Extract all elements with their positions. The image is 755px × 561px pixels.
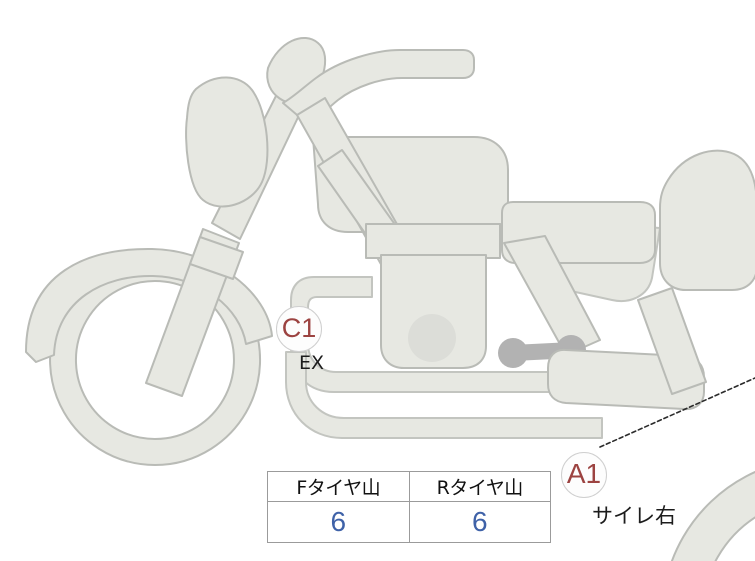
- headlight-cowl: [185, 76, 269, 208]
- rear-fender: [659, 149, 755, 291]
- engine-cylinder-head: [365, 223, 501, 259]
- engine-cover-circle: [408, 314, 456, 362]
- marker-a1-label: サイレ右: [592, 504, 676, 528]
- rear-wheel: [670, 471, 755, 561]
- marker-c1-label: EX: [299, 352, 325, 374]
- marker-a1-code: A1: [566, 458, 602, 489]
- handlebar: [282, 49, 475, 127]
- tire-table-value-front: 6: [267, 501, 410, 543]
- engine-crankcase: [380, 254, 487, 369]
- marker-a1[interactable]: A1: [561, 452, 607, 498]
- tire-table-value-row: 6 6: [267, 501, 551, 543]
- marker-c1-code: C1: [281, 312, 317, 343]
- frame-subframe: [503, 235, 601, 356]
- tire-table-header-row: Fタイヤ山 Rタイヤ山: [267, 471, 551, 502]
- front-fork-slider: [189, 236, 244, 280]
- marker-c1[interactable]: C1: [276, 306, 322, 352]
- tire-table-header-rear: Rタイヤ山: [408, 471, 551, 502]
- a1-leader-line: [599, 377, 755, 448]
- rear-shock: [637, 287, 707, 395]
- tire-table-header-front: Fタイヤ山: [267, 471, 410, 502]
- tire-tread-table: Fタイヤ山 Rタイヤ山 6 6: [267, 471, 551, 543]
- tire-table-value-rear: 6: [408, 501, 551, 543]
